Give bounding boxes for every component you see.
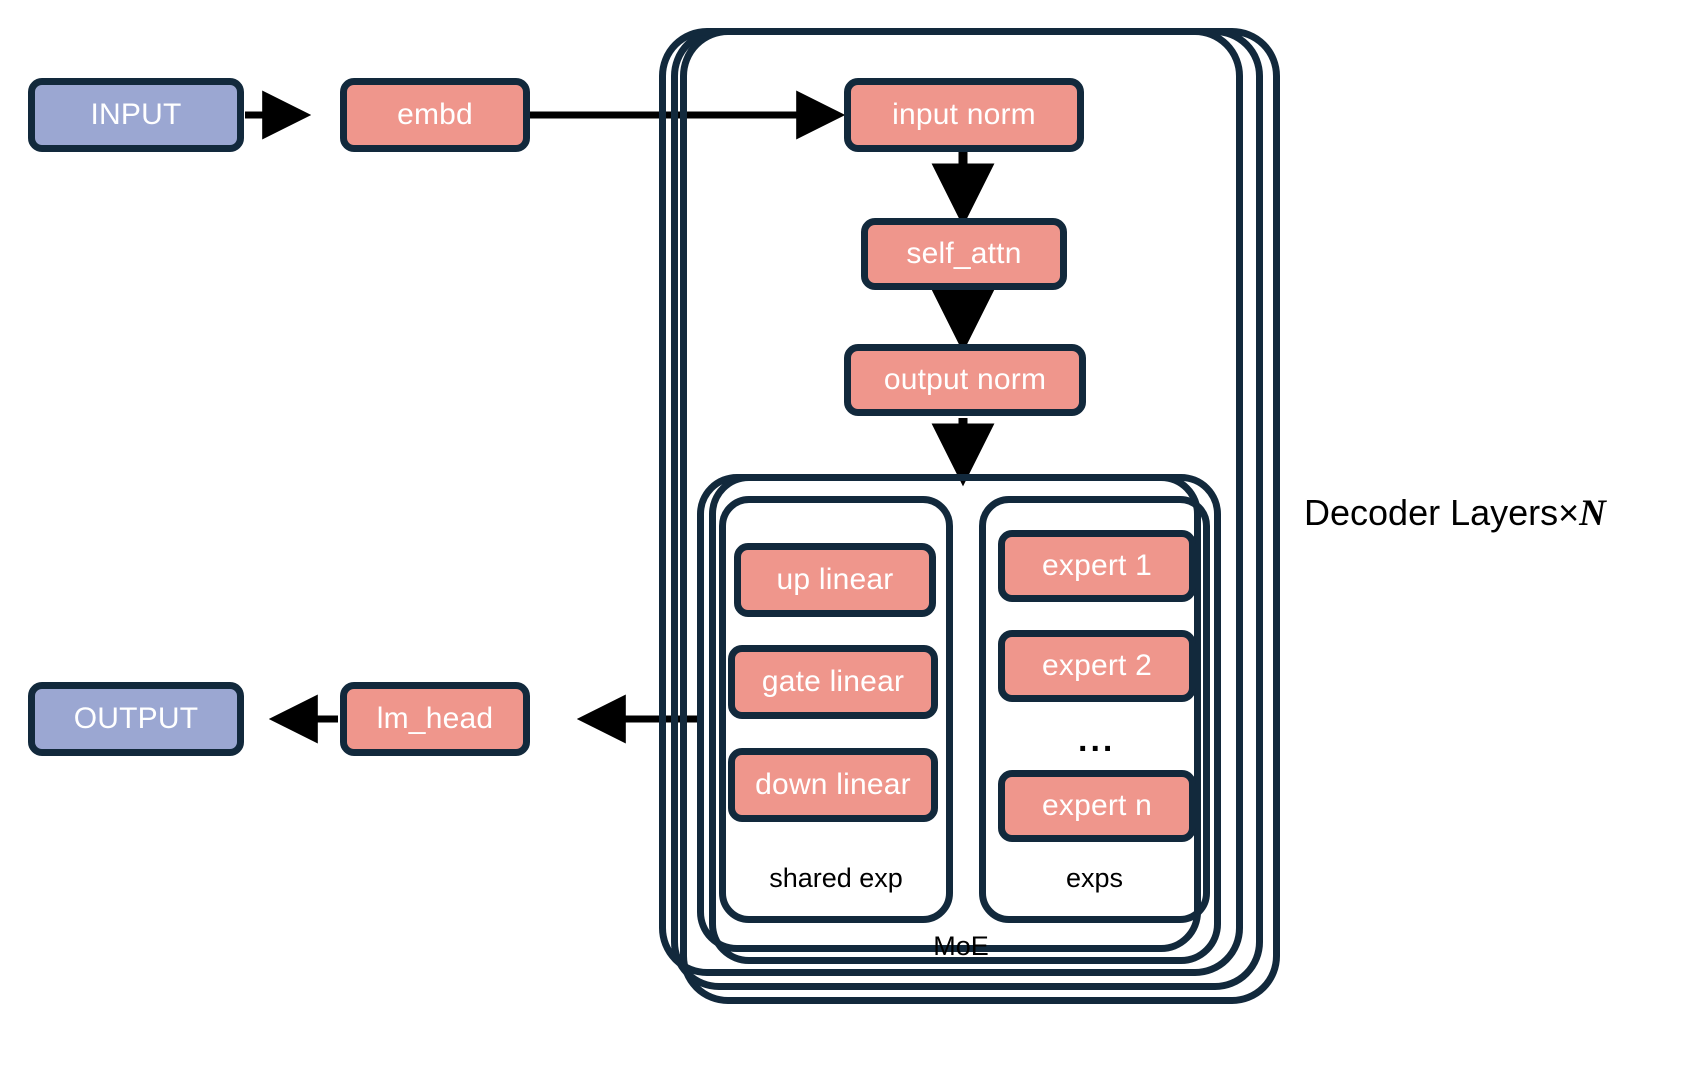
node-embd[interactable]: embd [340, 78, 530, 152]
decoder-layers-prefix: Decoder Layers× [1304, 492, 1580, 533]
node-down-linear[interactable]: down linear [728, 748, 938, 822]
exps-box [979, 496, 1210, 923]
moe-box-front [697, 474, 1201, 952]
node-gate-linear[interactable]: gate linear [728, 645, 938, 719]
node-output-norm[interactable]: output norm [844, 344, 1086, 416]
decoder-layers-label: Decoder Layers×N [1304, 492, 1606, 534]
node-expert-1[interactable]: expert 1 [998, 530, 1196, 602]
moe-label: MoE [933, 931, 989, 961]
decoder-layers-box-front [659, 28, 1243, 976]
node-up-linear[interactable]: up linear [734, 543, 936, 617]
node-output[interactable]: OUTPUT [28, 682, 244, 756]
experts-ellipsis: ... [1078, 721, 1116, 759]
shared-exp-label: shared exp [769, 863, 903, 893]
node-input[interactable]: INPUT [28, 78, 244, 152]
decoder-layers-count-var: N [1579, 493, 1606, 534]
shared-exp-box [719, 496, 953, 923]
node-expert-n[interactable]: expert n [998, 770, 1196, 842]
exps-label: exps [1065, 863, 1124, 893]
node-lm-head[interactable]: lm_head [340, 682, 530, 756]
node-self-attn[interactable]: self_attn [861, 218, 1067, 290]
node-input-norm[interactable]: input norm [844, 78, 1084, 152]
node-expert-2[interactable]: expert 2 [998, 630, 1196, 702]
